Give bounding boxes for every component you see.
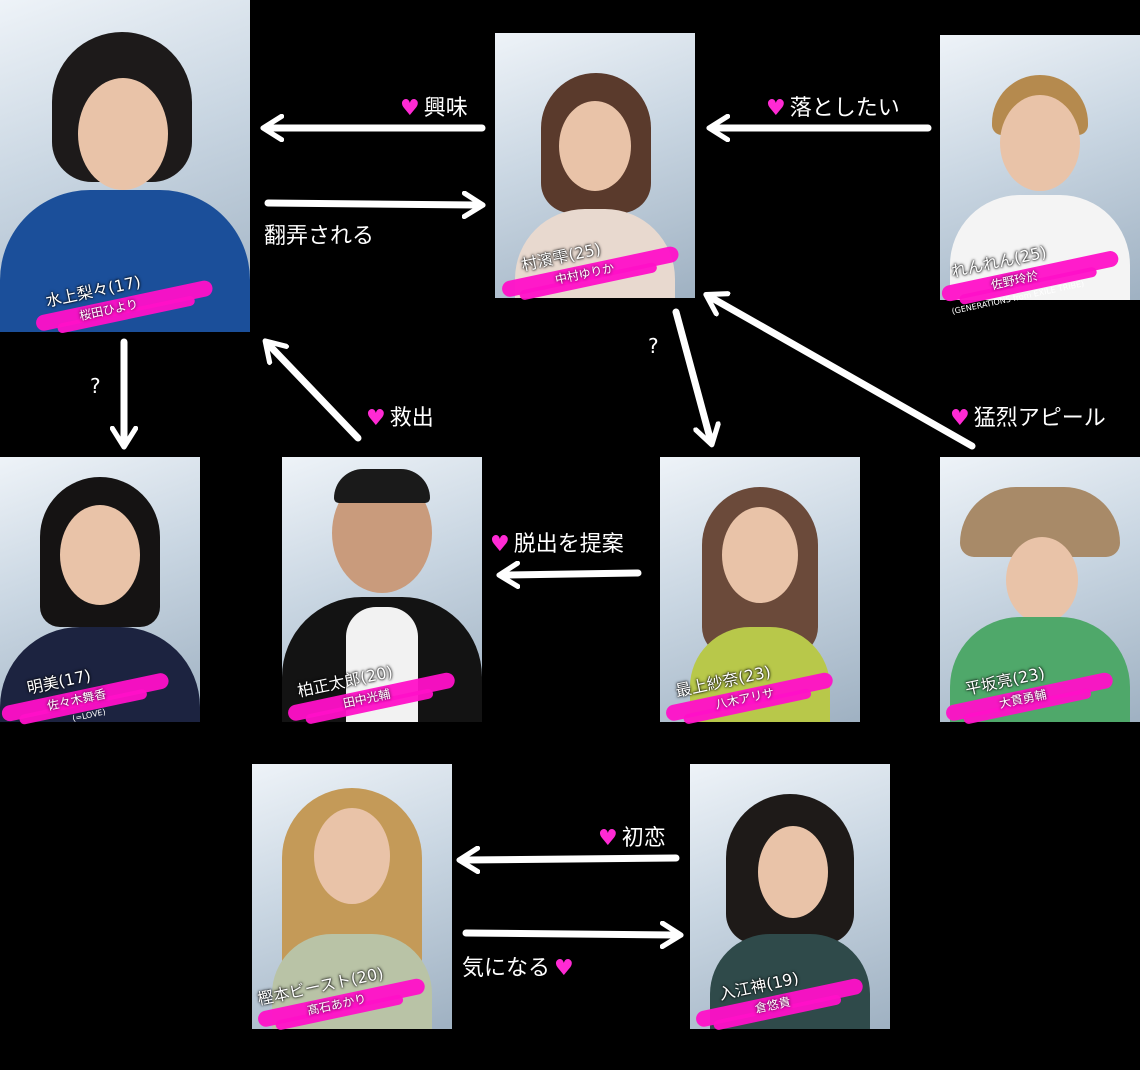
arrow-kyushutsu — [270, 346, 362, 442]
arrow-honro — [264, 203, 476, 205]
label-kininaru: 気になる♥ — [462, 956, 574, 981]
arrow-dasshutsu — [506, 573, 642, 575]
label-question-1: ? — [90, 374, 101, 398]
character-card-shotaro — [282, 457, 482, 722]
face — [758, 826, 828, 918]
heart-icon: ♥ — [400, 96, 420, 121]
hair — [334, 469, 430, 503]
label-otoshitai: ♥落としたい — [766, 96, 900, 121]
heart-icon: ♥ — [766, 96, 786, 121]
face — [60, 505, 140, 605]
label-kyushutsu: ♥救出 — [366, 406, 434, 431]
face — [722, 507, 798, 603]
arrow-moretsu — [712, 298, 976, 450]
face — [314, 808, 390, 904]
face — [78, 78, 168, 190]
label-dasshutsu: ♥脱出を提案 — [490, 532, 624, 557]
arrow-shizuku-sana — [672, 308, 710, 438]
character-card-rikko — [0, 0, 250, 332]
face — [1000, 95, 1080, 191]
label-honro: 翻弄される — [264, 224, 375, 249]
face — [1006, 537, 1078, 623]
heart-icon: ♥ — [554, 956, 574, 981]
label-hatsukoi: ♥初恋 — [598, 826, 666, 851]
heart-icon: ♥ — [366, 406, 386, 431]
arrow-hatsukoi — [466, 858, 680, 860]
heart-icon: ♥ — [950, 406, 970, 431]
heart-icon: ♥ — [490, 532, 510, 557]
label-moretsu: ♥猛烈アピール — [950, 406, 1106, 431]
face — [559, 101, 631, 191]
heart-icon: ♥ — [598, 826, 618, 851]
character-card-akemi — [0, 457, 200, 722]
label-kyomi: ♥興味 — [400, 96, 468, 121]
label-question-2: ? — [648, 334, 659, 358]
arrow-kininaru — [462, 933, 674, 935]
